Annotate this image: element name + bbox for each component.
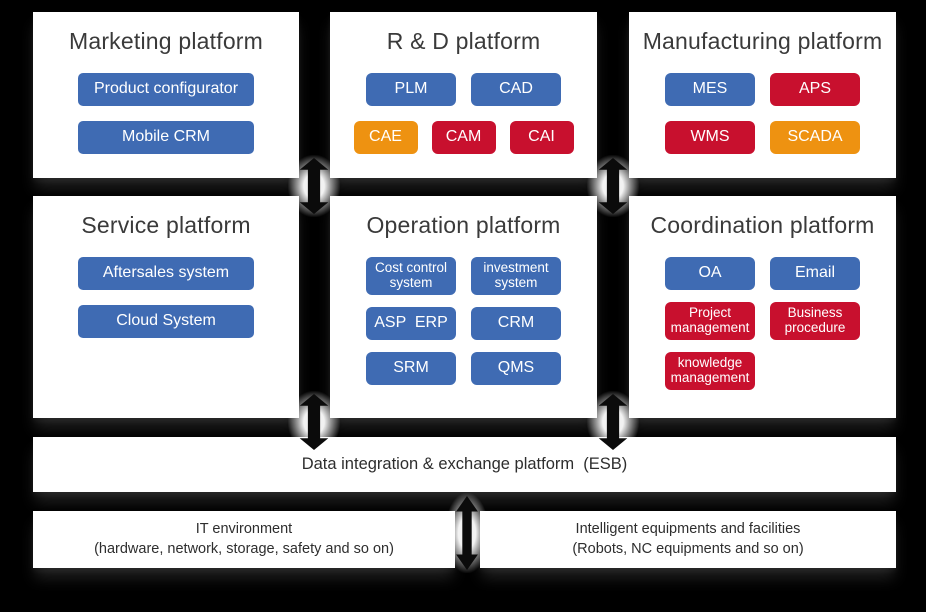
chip-cai[interactable]: CAI bbox=[509, 120, 574, 154]
foundation-title: Intelligent equipments and facilities bbox=[575, 520, 801, 537]
chip-email[interactable]: Email bbox=[770, 256, 860, 290]
foundation-box-intelligent-equipments: Intelligent equipments and facilities (R… bbox=[480, 511, 896, 568]
platform-title: Service platform bbox=[81, 212, 251, 238]
platform-card-rnd: R & D platform PLM CAD CAE CAM CAI bbox=[330, 12, 597, 178]
chip-cad[interactable]: CAD bbox=[471, 72, 561, 106]
chip-product-configurator[interactable]: Product configurator bbox=[78, 72, 254, 106]
chip-mobile-crm[interactable]: Mobile CRM bbox=[78, 120, 254, 154]
platform-card-service: Service platform Aftersales system Cloud… bbox=[33, 196, 299, 418]
chip-rows: Cost control system investment system AS… bbox=[330, 256, 597, 385]
chip-aps[interactable]: APS bbox=[770, 72, 860, 106]
chip-rows: MES APS WMS SCADA bbox=[629, 72, 896, 154]
chip-investment-system[interactable]: investment system bbox=[471, 256, 561, 295]
vertical-double-arrow-icon bbox=[288, 155, 340, 217]
chip-wms[interactable]: WMS bbox=[665, 120, 755, 154]
chip-cam[interactable]: CAM bbox=[431, 120, 496, 154]
esb-label: Data integration & exchange platform (ES… bbox=[301, 455, 628, 473]
chip-scada[interactable]: SCADA bbox=[770, 120, 860, 154]
chip-rows: PLM CAD CAE CAM CAI bbox=[330, 72, 597, 154]
chip-plm[interactable]: PLM bbox=[366, 72, 456, 106]
platform-title: Manufacturing platform bbox=[642, 28, 883, 54]
chip-mes[interactable]: MES bbox=[665, 72, 755, 106]
chip-cloud-system[interactable]: Cloud System bbox=[78, 304, 254, 338]
chip-cost-control-system[interactable]: Cost control system bbox=[366, 256, 456, 295]
platform-card-marketing: Marketing platform Product configurator … bbox=[33, 12, 299, 178]
platform-card-coordination: Coordination platform OA Email Project m… bbox=[629, 196, 896, 418]
chip-project-management[interactable]: Project management bbox=[665, 301, 755, 340]
chip-asp-erp[interactable]: ASP ERP bbox=[366, 306, 456, 340]
chip-oa[interactable]: OA bbox=[665, 256, 755, 290]
chip-aftersales-system[interactable]: Aftersales system bbox=[78, 256, 254, 290]
chip-rows: OA Email Project management Business pro… bbox=[629, 256, 896, 390]
esb-integration-bar: Data integration & exchange platform (ES… bbox=[33, 437, 896, 492]
vertical-double-arrow-icon bbox=[587, 155, 639, 217]
platform-title: Coordination platform bbox=[650, 212, 875, 238]
platform-title: Operation platform bbox=[366, 212, 561, 238]
chip-srm[interactable]: SRM bbox=[366, 351, 456, 385]
platform-title: Marketing platform bbox=[68, 28, 264, 54]
chip-rows: Product configurator Mobile CRM bbox=[33, 72, 299, 154]
foundation-box-it-environment: IT environment (hardware, network, stora… bbox=[33, 511, 455, 568]
chip-cae[interactable]: CAE bbox=[353, 120, 418, 154]
platform-card-operation: Operation platform Cost control system i… bbox=[330, 196, 597, 418]
foundation-subtitle: (hardware, network, storage, safety and … bbox=[94, 540, 394, 557]
foundation-title: IT environment bbox=[195, 520, 293, 537]
chip-knowledge-management[interactable]: knowledge management bbox=[665, 351, 755, 390]
platform-card-manufacturing: Manufacturing platform MES APS WMS SCADA bbox=[629, 12, 896, 178]
platform-title: R & D platform bbox=[386, 28, 541, 54]
chip-business-procedure[interactable]: Business procedure bbox=[770, 301, 860, 340]
chip-rows: Aftersales system Cloud System bbox=[33, 256, 299, 338]
chip-crm[interactable]: CRM bbox=[471, 306, 561, 340]
chip-qms[interactable]: QMS bbox=[471, 351, 561, 385]
vertical-double-arrow-icon bbox=[445, 493, 489, 573]
foundation-subtitle: (Robots, NC equipments and so on) bbox=[572, 540, 804, 557]
